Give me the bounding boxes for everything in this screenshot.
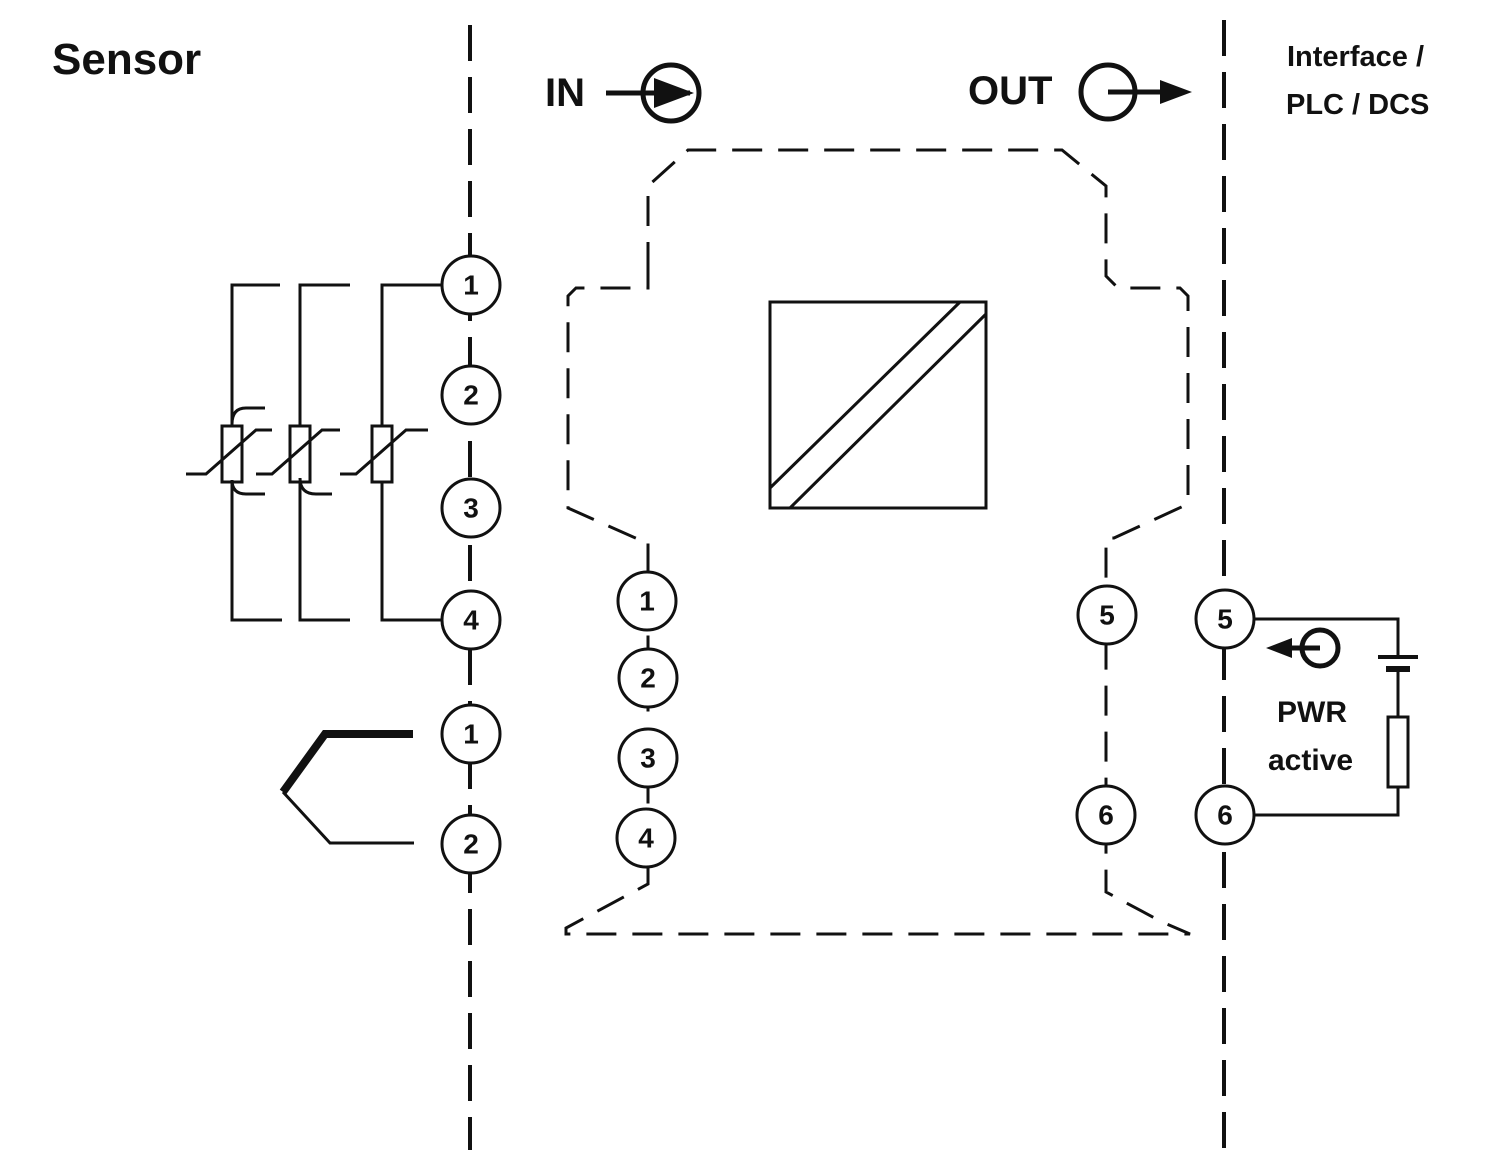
svg-text:3: 3 [463,493,479,524]
sensor-terminal: 2 [440,813,502,875]
module-output-terminal: 6 [1075,784,1137,846]
battery-icon [1378,655,1418,672]
interface-label-line1: Interface / [1287,41,1424,73]
svg-text:5: 5 [1099,600,1115,631]
module-input-terminal: 4 [615,807,677,869]
interface-circuit [1255,617,1418,817]
svg-text:1: 1 [463,719,479,750]
sensor-terminal: 3 [440,477,502,539]
svg-text:5: 5 [1217,604,1233,635]
svg-text:1: 1 [463,270,479,301]
module-input-terminal: 2 [617,647,679,709]
rtd-resistor-icon [186,406,428,496]
sensor-terminal: 1 [440,254,502,316]
interface-label-line2: PLC / DCS [1286,89,1429,121]
power-arrow-icon [1266,627,1341,669]
svg-text:6: 6 [1098,800,1114,831]
svg-text:4: 4 [638,823,654,854]
pwr-label: PWR [1277,696,1347,729]
module-input-terminal: 1 [616,570,678,632]
svg-text:3: 3 [640,743,656,774]
sensor-terminal: 4 [440,589,502,651]
svg-text:2: 2 [463,380,479,411]
in-label: IN [545,71,585,115]
rtd-wiring [186,283,441,622]
interface-terminal: 6 [1194,784,1256,846]
svg-text:2: 2 [640,663,656,694]
thermocouple-icon [279,730,414,845]
svg-text:4: 4 [463,605,479,636]
module-output-terminal: 5 [1076,584,1138,646]
sensor-terminal: 2 [440,364,502,426]
svg-text:2: 2 [463,829,479,860]
sensor-title: Sensor [52,35,201,84]
load-resistor-icon [1386,715,1410,789]
svg-text:6: 6 [1217,800,1233,831]
isolation-symbol-icon [768,300,988,510]
active-label: active [1268,744,1353,777]
sensor-terminal: 1 [440,703,502,765]
interface-terminal: 5 [1194,588,1256,650]
signal-out-arrow-icon [1078,62,1192,122]
module-outline [564,148,1191,936]
out-label: OUT [968,69,1052,113]
module-input-terminal: 3 [617,727,679,789]
signal-in-arrow-icon [606,62,702,124]
svg-text:1: 1 [639,586,655,617]
